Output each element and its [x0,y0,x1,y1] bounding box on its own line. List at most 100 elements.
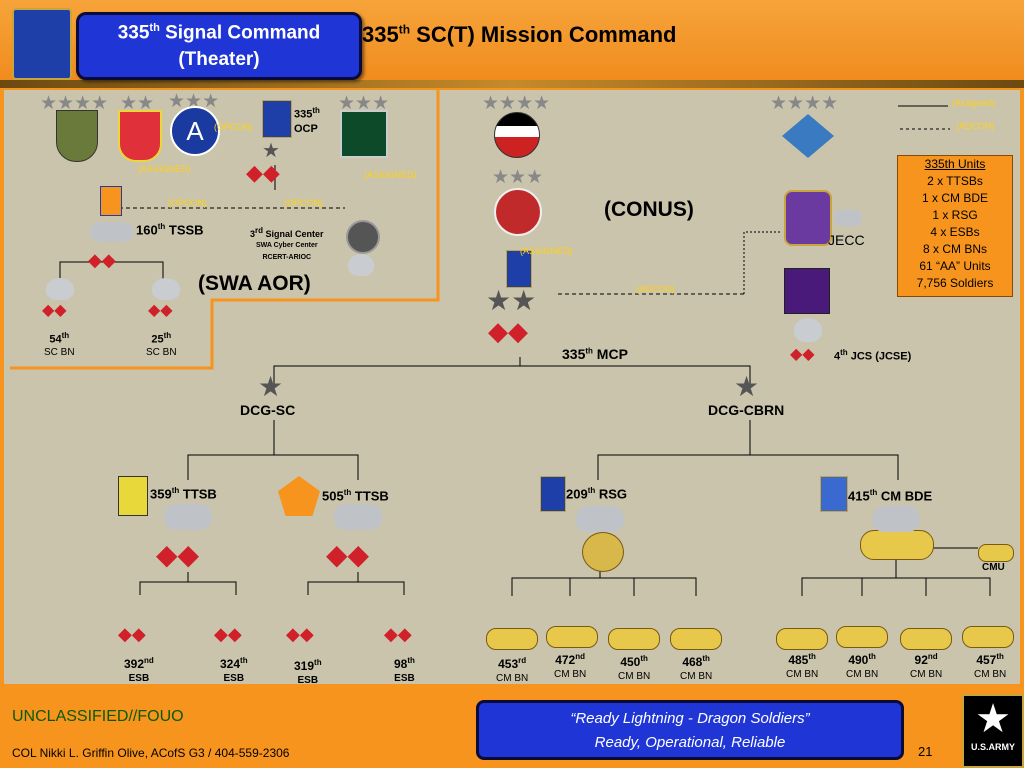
header-stripe [0,80,1024,88]
third-army-patch-icon: A [170,106,220,156]
opcon-label: (OPCON) [168,198,207,208]
units-box-item: 1 x CM BDE [921,191,988,205]
signal-branch-insignia-icon: ◆◆ [214,624,242,644]
mcp-patch-icon [506,250,532,288]
colonel-eagle-icon [872,506,920,532]
page-number: 21 [918,744,933,759]
assigned-label: (ASSIGNED) [364,170,417,180]
four-star-rank-icon: ★★★★ [40,93,109,114]
general-star-icon: ★ [258,371,284,402]
two-star-rank-icon: ★★ [120,93,155,114]
motto-line: Ready, Operational, Reliable [594,734,786,751]
160-tssb-patch-icon [100,186,122,216]
chemical-branch-insignia-icon [860,530,934,560]
opcon-label: (OPCON) [214,122,253,132]
oak-leaf-icon [46,278,74,300]
chemical-branch-insignia-icon [608,628,660,650]
three-star-rank-icon: ★★★ [338,93,390,114]
units-box-heading: 335th Units [924,157,986,171]
jcse-patch-icon [784,268,830,314]
signal-patch-icon [118,110,162,162]
cmu-label: CMU [982,562,1005,573]
opcon-label: (OPCON) [284,198,323,208]
units-box-item: 8 x CM BNs [922,242,987,256]
colonel-eagle-icon [164,504,212,530]
general-star-icon: ★★ [486,285,537,316]
unit-logo [12,8,72,80]
army-star-logo: ★ U.S.ARMY [962,694,1024,768]
colonel-eagle-icon [334,504,382,530]
oak-leaf-icon [794,318,822,342]
209-rsg-label: 209th RSG [566,486,628,502]
swa-aor-label: (SWA AOR) [198,272,311,295]
chemical-branch-insignia-icon [486,628,538,650]
jcs-label: 4th JCS (JCSE) [834,348,912,363]
four-star-rank-icon: ★★★★ [482,93,551,114]
chemical-branch-insignia-icon [962,626,1014,648]
signal-branch-insignia-icon: ◆◆ [790,346,815,363]
dcg-cbrn-label: DCG-CBRN [708,402,785,418]
general-star-icon: ★ [262,140,280,162]
motto-box: “Ready Lightning - Dragon Soldiers” Read… [476,700,904,760]
signal-branch-insignia-icon: ◆◆ [88,250,116,270]
jecc-patch-icon [784,190,832,246]
jecc-label: JECC [828,232,865,248]
signal-center-patch-icon [346,220,380,254]
colonel-eagle-icon [90,222,134,242]
160-tssb-label: 160th TSSB [136,222,204,238]
chemical-branch-insignia-icon [670,628,722,650]
signal-branch-insignia-icon: ◆◆ [286,624,314,644]
three-star-rank-icon: ★★★ [168,91,220,112]
signal-branch-insignia-icon: ◆◆ [156,539,200,570]
359-tssb-patch-icon [118,476,148,516]
chemical-branch-insignia-icon [836,626,888,648]
army-logo-text: U.S.ARMY [970,742,1015,752]
classification-label: UNCLASSIFIED//FOUO [12,708,184,725]
legend-adcon: (ADCON) [956,121,995,131]
415-cm-bde-patch-icon [820,476,848,512]
signal-branch-insignia-icon: ◆◆ [118,624,146,644]
adcon-label: (ADCON) [636,284,675,294]
colonel-eagle-icon [834,210,862,226]
command-patch-icon [56,110,98,162]
units-box-item: 2 x TTSBs [927,174,983,188]
cyber-command-patch-icon [340,110,388,158]
415-cm-bde-label: 415th CM BDE [848,488,933,504]
335-patch-icon [262,100,292,138]
chemical-branch-insignia-icon [776,628,828,650]
page-title: 335th SC(T) Mission Command [362,22,677,47]
armynorth-patch-icon [494,188,542,236]
chemical-branch-insignia-icon [978,544,1014,562]
quartermaster-insignia-icon [582,532,624,572]
assigned-label: (ASSIGNED) [520,246,573,256]
three-star-rank-icon: ★★★ [492,167,544,188]
signal-branch-insignia-icon: ◆◆ [148,302,173,319]
signal-branch-insignia-icon: ◆◆ [326,539,370,570]
colonel-eagle-icon [576,506,624,532]
motto-line: “Ready Lightning - Dragon Soldiers” [570,710,810,727]
signal-branch-insignia-icon: ◆◆ [246,160,280,185]
signal-branch-insignia-icon: ◆◆ [488,316,528,346]
army-star-icon: ★ [975,697,1011,741]
mcp-label: 335th MCP [562,346,628,362]
units-box-item: 1 x RSG [932,208,978,222]
chemical-branch-insignia-icon [546,626,598,648]
359-ttsb-label: 359th TTSB [150,486,217,502]
209-rsg-patch-icon [540,476,566,512]
units-box-item: 7,756 Soldiers [916,276,994,290]
